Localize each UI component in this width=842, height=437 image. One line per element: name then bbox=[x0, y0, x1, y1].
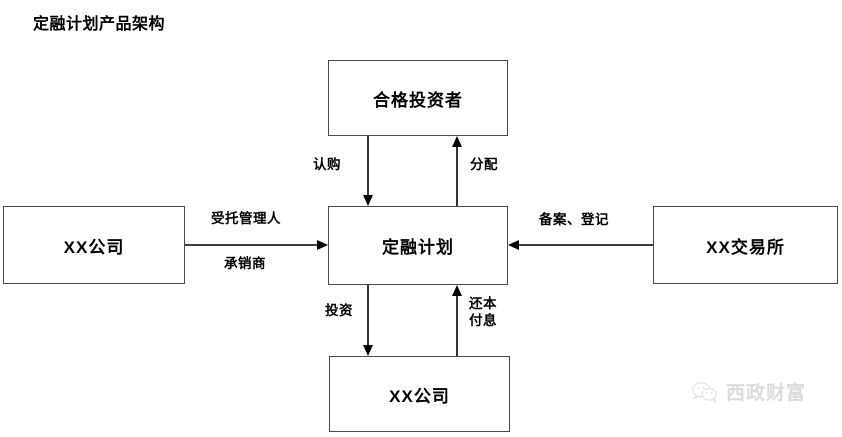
node-label: XX公司 bbox=[63, 237, 125, 257]
edge-label-trustee: 受托管理人 bbox=[211, 211, 281, 226]
edge-label-allocate: 分配 bbox=[470, 157, 498, 172]
watermark: 西政财富 bbox=[692, 378, 806, 405]
edge-label-repay: 还本 付息 bbox=[469, 296, 497, 328]
edge-label-filing: 备案、登记 bbox=[539, 212, 609, 227]
connector-trustee-underwriter bbox=[185, 240, 328, 250]
node-label: XX交易所 bbox=[706, 237, 785, 257]
watermark-text: 西政财富 bbox=[726, 383, 807, 404]
node-qualified-investor[interactable]: 合格投资者 bbox=[328, 60, 508, 136]
node-exchange[interactable]: XX交易所 bbox=[653, 206, 838, 284]
node-label: 合格投资者 bbox=[373, 90, 463, 110]
connector-repay bbox=[452, 285, 462, 356]
node-label: 定融计划 bbox=[382, 238, 454, 257]
node-company-left[interactable]: XX公司 bbox=[3, 206, 185, 284]
node-label: XX公司 bbox=[389, 386, 450, 406]
connector-filing bbox=[508, 240, 653, 250]
wechat-icon bbox=[692, 380, 718, 404]
page-title: 定融计划产品架构 bbox=[33, 16, 166, 33]
node-company-bottom[interactable]: XX公司 bbox=[329, 356, 510, 432]
connector-subscribe bbox=[363, 136, 373, 206]
node-financing-plan[interactable]: 定融计划 bbox=[328, 206, 508, 285]
connector-allocate bbox=[452, 136, 462, 206]
edge-label-subscribe: 认购 bbox=[313, 157, 341, 172]
connector-invest bbox=[363, 285, 373, 356]
edge-label-invest: 投资 bbox=[325, 303, 353, 318]
edge-label-underwriter: 承销商 bbox=[224, 256, 266, 271]
